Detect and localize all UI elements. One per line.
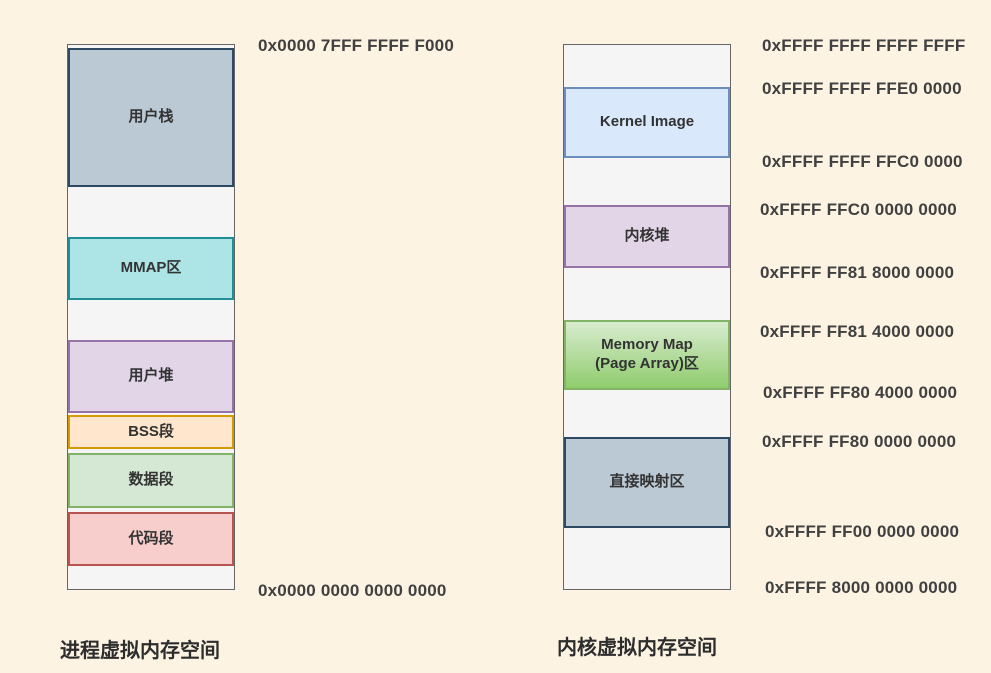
address-kernel-6: 0xFFFF FF80 4000 0000 bbox=[763, 383, 958, 402]
address-kernel-4: 0xFFFF FF81 8000 0000 bbox=[760, 263, 955, 282]
address-process-bottom: 0x0000 0000 0000 0000 bbox=[258, 581, 447, 600]
address-kernel-8: 0xFFFF FF00 0000 0000 bbox=[765, 522, 960, 541]
segment-label: Memory Map (Page Array)区 bbox=[595, 336, 699, 372]
address-kernel-7: 0xFFFF FF80 0000 0000 bbox=[762, 432, 957, 451]
address-process-top: 0x0000 7FFF FFFF F000 bbox=[258, 36, 454, 55]
segment-memory-map-page-array: Memory Map (Page Array)区 bbox=[564, 320, 730, 390]
segment-label: 内核堆 bbox=[624, 227, 670, 245]
address-kernel-3: 0xFFFF FFC0 0000 0000 bbox=[760, 200, 957, 219]
segment-label: 数据段 bbox=[128, 471, 174, 489]
process-memory-column: 用户栈 MMAP区 用户堆 BSS段 数据段 代码段 bbox=[67, 44, 235, 590]
segment-label: Kernel Image bbox=[599, 113, 695, 131]
address-kernel-9: 0xFFFF 8000 0000 0000 bbox=[765, 578, 958, 597]
segment-data: 数据段 bbox=[68, 453, 234, 508]
segment-user-stack: 用户栈 bbox=[68, 48, 234, 187]
segment-label: 直接映射区 bbox=[609, 473, 685, 491]
segment-label: 用户堆 bbox=[128, 367, 174, 385]
segment-mmap-area: MMAP区 bbox=[68, 237, 234, 300]
diagram-title-kernel: 内核虚拟内存空间 bbox=[557, 637, 717, 659]
address-kernel-1: 0xFFFF FFFF FFE0 0000 bbox=[762, 79, 962, 98]
segment-label: 代码段 bbox=[128, 529, 174, 547]
address-kernel-0: 0xFFFF FFFF FFFF FFFF bbox=[762, 36, 966, 55]
address-kernel-5: 0xFFFF FF81 4000 0000 bbox=[760, 322, 955, 341]
diagram-title-process: 进程虚拟内存空间 bbox=[60, 640, 220, 662]
segment-label: MMAP区 bbox=[120, 259, 182, 277]
address-kernel-2: 0xFFFF FFFF FFC0 0000 bbox=[762, 152, 963, 171]
segment-label: 用户栈 bbox=[128, 108, 174, 126]
segment-kernel-heap: 内核堆 bbox=[564, 205, 730, 268]
segment-direct-mapping: 直接映射区 bbox=[564, 437, 730, 528]
kernel-memory-column: Kernel Image 内核堆 Memory Map (Page Array)… bbox=[563, 44, 731, 590]
segment-bss: BSS段 bbox=[68, 415, 234, 449]
segment-code: 代码段 bbox=[68, 512, 234, 566]
segment-label: BSS段 bbox=[128, 422, 174, 440]
segment-kernel-image: Kernel Image bbox=[564, 87, 730, 158]
segment-user-heap: 用户堆 bbox=[68, 340, 234, 413]
